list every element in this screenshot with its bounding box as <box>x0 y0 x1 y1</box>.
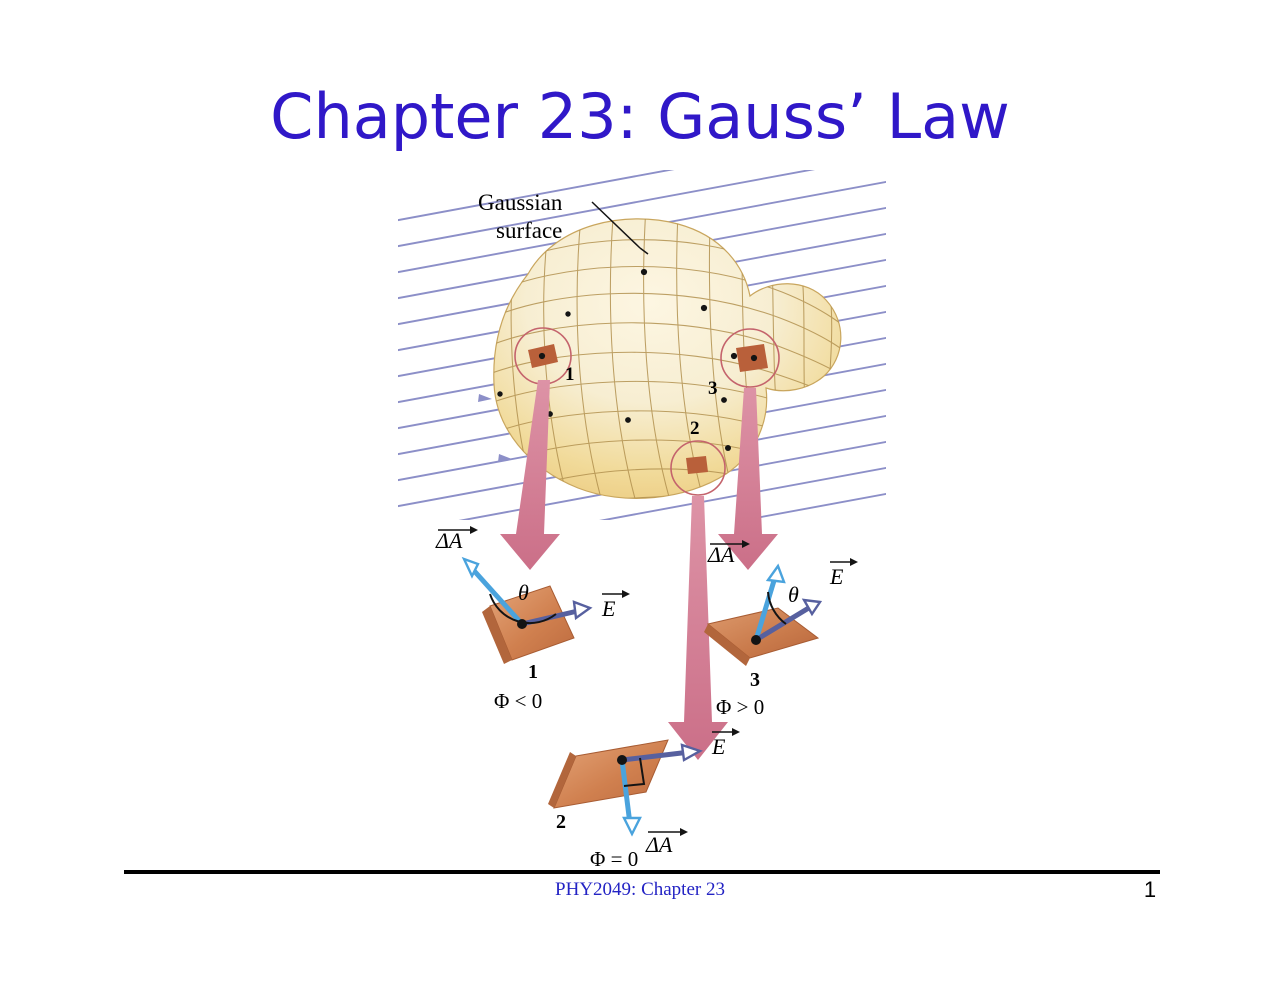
panel-2-field-vector-label: E <box>711 728 740 759</box>
callout-label-line2: surface <box>496 218 562 243</box>
svg-text:E: E <box>601 596 616 621</box>
panel-1-area-vector-label: ΔA <box>435 526 478 553</box>
panel-2: E ΔA 2 Φ = 0 <box>548 728 740 870</box>
svg-text:ΔA: ΔA <box>707 542 735 567</box>
callout-arrows <box>500 380 778 760</box>
svg-text:E: E <box>711 734 726 759</box>
surface-patch-2: 2 <box>670 418 726 496</box>
panel-1-angle-label: θ <box>518 580 529 605</box>
svg-text:E: E <box>829 564 844 589</box>
footer-divider <box>124 870 1160 874</box>
panel-3: ΔA E θ 3 Φ > 0 <box>704 540 858 719</box>
panel-3-number: 3 <box>750 669 760 691</box>
panel-2-number: 2 <box>556 811 566 833</box>
surface-patch-1: 1 <box>514 327 575 385</box>
gauss-law-figure: 1 3 2 Gaussian surface <box>378 162 906 870</box>
svg-text:ΔA: ΔA <box>435 528 463 553</box>
patch-1-marker: 1 <box>565 364 575 385</box>
footer-label: PHY2049: Chapter 23 <box>555 879 725 900</box>
callout-label-line1: Gaussian <box>478 190 563 215</box>
patch-3-marker: 3 <box>708 378 718 399</box>
panel-3-flux-label: Φ > 0 <box>716 695 764 719</box>
svg-text:ΔA: ΔA <box>645 832 673 857</box>
gaussian-surface-callout: Gaussian surface <box>478 190 649 255</box>
panel-3-area-vector-label: ΔA <box>707 540 750 567</box>
panel-2-area-vector-label: ΔA <box>645 828 688 857</box>
panel-1-flux-label: Φ < 0 <box>494 689 542 713</box>
panel-2-flux-label: Φ = 0 <box>590 847 638 870</box>
patch-2-marker: 2 <box>690 418 700 439</box>
panel-1: ΔA E θ 1 Φ < 0 <box>435 526 630 713</box>
electric-field-lines <box>398 170 886 520</box>
panel-1-field-vector-label: E <box>601 590 630 621</box>
panel-3-field-vector-label: E <box>829 558 858 589</box>
panel-3-angle-label: θ <box>788 582 799 607</box>
page-number: 1 <box>1143 877 1157 902</box>
panel-1-number: 1 <box>528 661 538 683</box>
surface-patch-3: 3 <box>708 328 780 399</box>
page-title: Chapter 23: Gauss’ Law <box>270 80 1010 153</box>
